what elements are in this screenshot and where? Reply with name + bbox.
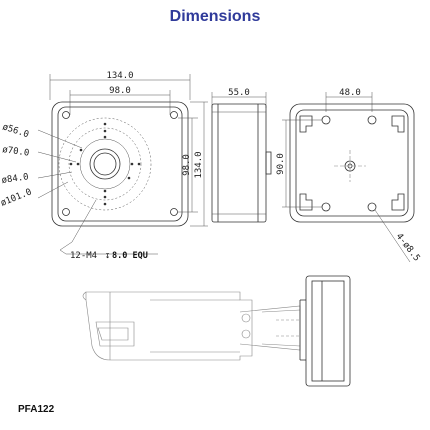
diameter-label-1: ø56.0 <box>1 122 30 140</box>
diameter-label-3: ø84.0 <box>1 172 29 186</box>
model-label: PFA122 <box>18 404 55 415</box>
front-width-outer-label: 134.0 <box>106 71 133 81</box>
back-view: 48.0 90.0 4-ø8.5 <box>276 88 422 263</box>
thread-depth-symbol: ↧ <box>105 251 110 261</box>
front-width-inner-label: 98.0 <box>109 86 131 96</box>
diameter-label-2: ø70.0 <box>2 145 30 159</box>
front-height-outer-label: 134.0 <box>194 151 204 178</box>
page-title: Dimensions <box>169 8 261 25</box>
back-hole-spacing-v-label: 90.0 <box>276 153 286 175</box>
thread-callout-depth: 8.0 EQU <box>112 251 148 261</box>
front-height-inner-label: 98.0 <box>182 154 192 176</box>
front-view: 134.0 98.0 <box>0 71 208 261</box>
camera-assembly-view <box>82 275 351 387</box>
side-depth-label: 55.0 <box>228 88 250 98</box>
back-hole-spacing-h-label: 48.0 <box>339 88 361 98</box>
thread-callout-prefix: 12-M4 <box>70 251 97 261</box>
side-view: 55.0 <box>211 88 272 223</box>
diameter-label-4: ø101.0 <box>0 187 33 208</box>
